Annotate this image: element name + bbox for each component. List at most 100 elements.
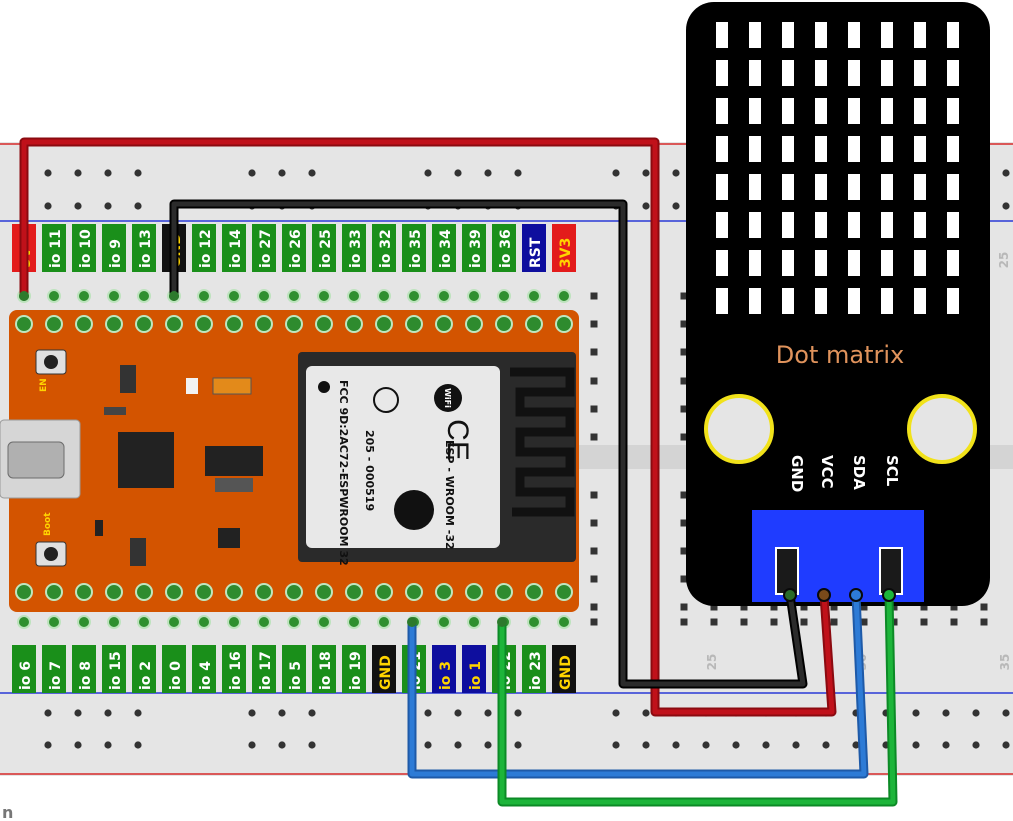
terminal-hole [680, 491, 688, 499]
terminal-hole [770, 618, 778, 626]
bottom-pin-label: io 8 [78, 661, 94, 690]
rail-hole [642, 709, 650, 717]
bottom-pin-label-bg [462, 645, 486, 693]
matrix-led [782, 288, 794, 314]
header-pin [197, 615, 211, 629]
top-pin-label: RST [528, 237, 544, 268]
board-pin [405, 315, 423, 333]
rail-hole [308, 169, 316, 177]
wire-end-scl-module [882, 588, 896, 602]
top-pin-label: io 25 [318, 229, 334, 268]
header-pin [467, 289, 481, 303]
header-pin [227, 289, 241, 303]
rail-hole [424, 741, 432, 749]
matrix-pin-vcc: VCC [818, 455, 836, 489]
board-pin [225, 583, 243, 601]
matrix-led [914, 212, 926, 238]
rail-hole [454, 169, 462, 177]
matrix-led [815, 60, 827, 86]
bottom-pin-label: io 1 [468, 661, 484, 690]
rail-hole [134, 169, 142, 177]
rail-hole [44, 202, 52, 210]
top-pin-label: io 33 [348, 229, 364, 268]
rail-hole [732, 741, 740, 749]
matrix-led [716, 22, 728, 48]
rail-hole [44, 169, 52, 177]
terminal-hole [680, 377, 688, 385]
matrix-led [947, 98, 959, 124]
top-pin-label-bg [42, 224, 66, 272]
board-pin [255, 315, 273, 333]
top-pin-label-bg [222, 224, 246, 272]
board-pin [315, 315, 333, 333]
matrix-led [881, 22, 893, 48]
rail-hole [104, 709, 112, 717]
top-pin-label-bg [342, 224, 366, 272]
recycle-icon [373, 387, 399, 413]
board-pin [135, 315, 153, 333]
matrix-led [749, 288, 761, 314]
usb-port-opening [7, 441, 65, 479]
bottom-pin-label: io 16 [228, 651, 244, 690]
board-pin [555, 583, 573, 601]
bottom-pin-label: GND [378, 655, 394, 690]
terminal-hole [680, 348, 688, 356]
bottom-pin-label: io 5 [288, 661, 304, 690]
terminal-hole [920, 603, 928, 611]
terminal-hole [770, 603, 778, 611]
bottom-pin-label: io 4 [198, 661, 214, 690]
matrix-pin-sda: SDA [850, 455, 868, 490]
board-pin [375, 583, 393, 601]
header-pin [257, 289, 271, 303]
top-pin-label-bg [552, 224, 576, 272]
wire-black-gnd-core [171, 201, 806, 687]
matrix-led [848, 98, 860, 124]
terminal-hole [590, 491, 598, 499]
top-pin-label: io 13 [138, 229, 154, 268]
bottom-pin-label-bg [552, 645, 576, 693]
header-pin [287, 289, 301, 303]
top-pin-label-bg [282, 224, 306, 272]
header-pin [167, 615, 181, 629]
rail-hole [134, 741, 142, 749]
matrix-pin-gnd: GND [788, 455, 806, 492]
matrix-led [881, 98, 893, 124]
header-pin [347, 615, 361, 629]
terminal-hole [590, 433, 598, 441]
terminal-hole [740, 603, 748, 611]
wire-end-gnd-module [783, 588, 797, 602]
matrix-led [848, 212, 860, 238]
rail-hole [74, 709, 82, 717]
matrix-led [782, 174, 794, 200]
rail-hole [308, 709, 316, 717]
wroom-text-model: ESP - WROOM -32 [443, 440, 456, 550]
terminal-hole [680, 618, 688, 626]
header-pin [107, 289, 121, 303]
boot-button-label: Boot [43, 512, 53, 536]
bottom-pin-label-bg [42, 645, 66, 693]
rail-hole [454, 741, 462, 749]
board-pin [195, 315, 213, 333]
top-pin-label: io 14 [228, 229, 244, 268]
matrix-led [848, 22, 860, 48]
espressif-logo-icon [394, 490, 434, 530]
header-pin [377, 289, 391, 303]
matrix-led [815, 22, 827, 48]
rail-hole [308, 741, 316, 749]
bottom-pin-label-bg [342, 645, 366, 693]
top-pin-label-bg [522, 224, 546, 272]
matrix-led [716, 212, 728, 238]
terminal-hole [590, 292, 598, 300]
matrix-led [881, 60, 893, 86]
header-pin [527, 615, 541, 629]
board-pin [105, 583, 123, 601]
rail-hole [278, 169, 286, 177]
terminal-hole [800, 603, 808, 611]
top-pin-label: io 11 [48, 229, 64, 268]
rail-hole [912, 741, 920, 749]
matrix-led [881, 212, 893, 238]
bottom-pin-label: io 0 [168, 661, 184, 690]
board-pin [345, 583, 363, 601]
rail-hole [278, 709, 286, 717]
wire-end-vcc-module [817, 588, 831, 602]
